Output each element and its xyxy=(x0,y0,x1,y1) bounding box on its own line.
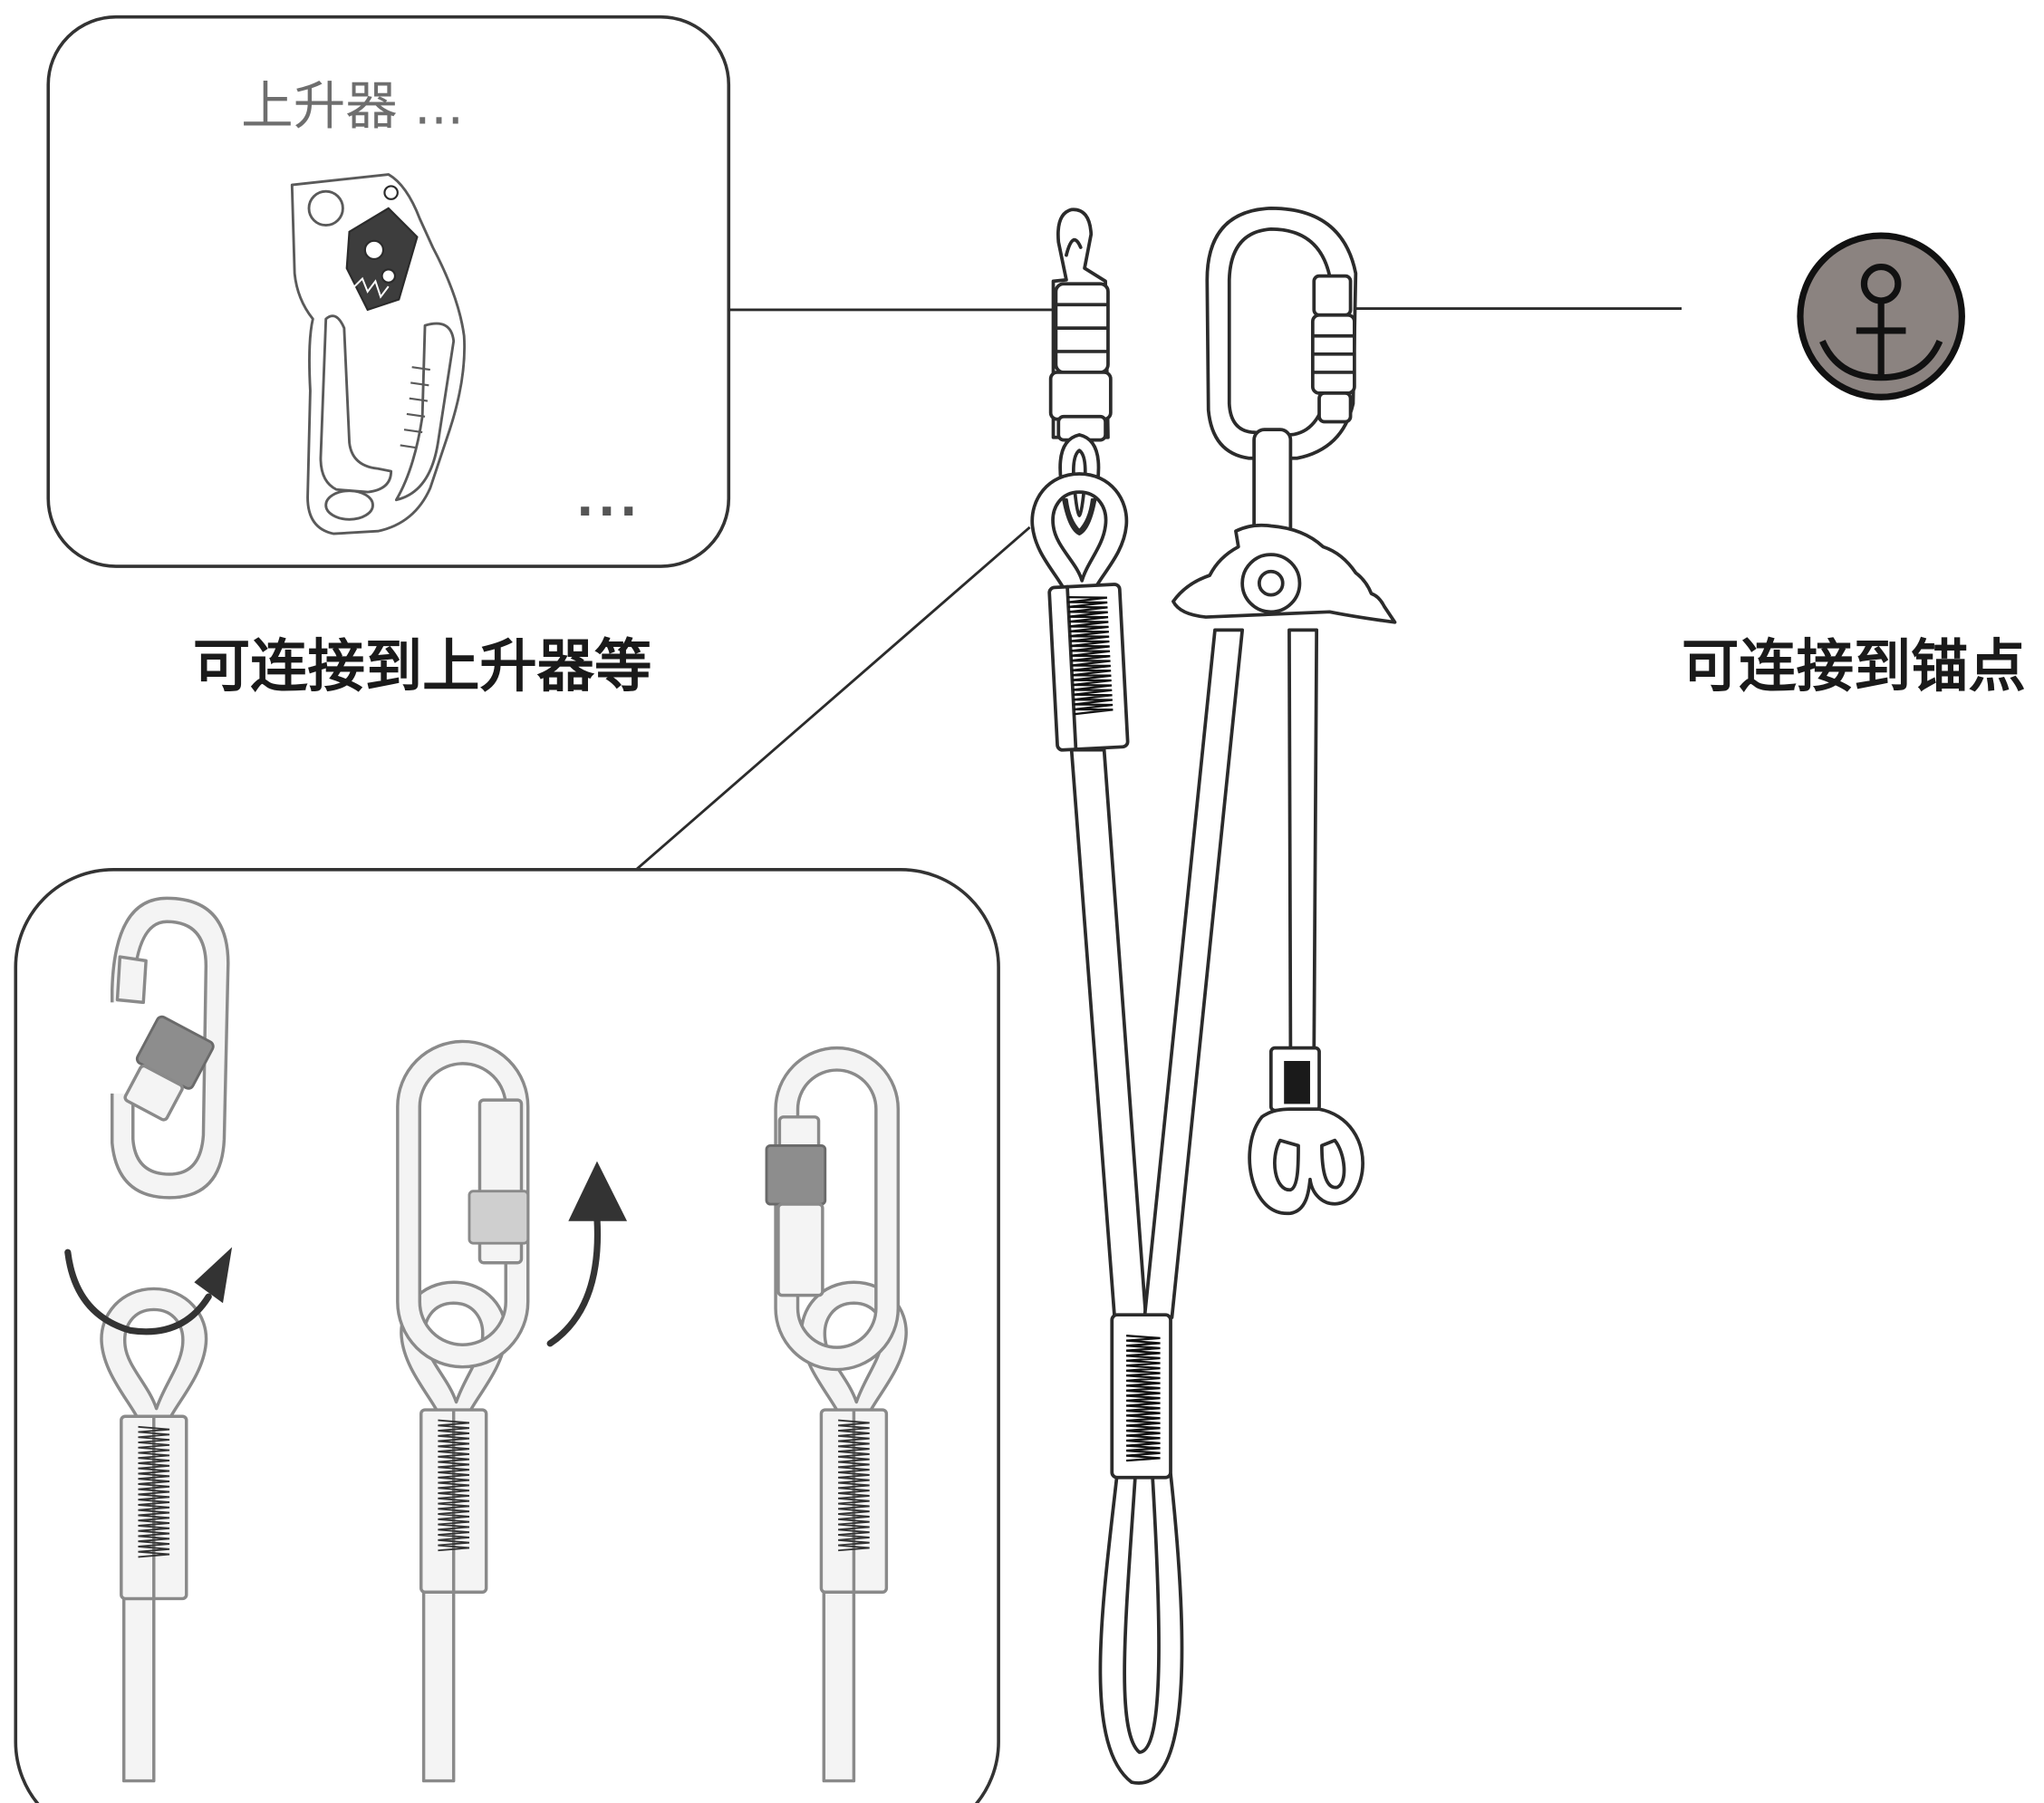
anchor-icon xyxy=(1797,232,1965,400)
lanyard-top-sleeve xyxy=(1047,583,1130,752)
join-sleeve-stitching xyxy=(1126,1335,1161,1462)
step-3-gate-body xyxy=(776,1202,824,1297)
curved-up-arrow-icon xyxy=(546,1161,628,1347)
short-leg-stitching xyxy=(1284,1061,1310,1104)
step-1-arrow-path xyxy=(64,1249,212,1335)
ascender-cam-teeth xyxy=(353,276,390,299)
ascender-illustration xyxy=(290,173,466,535)
small-screwgate-carabiner xyxy=(1048,207,1113,535)
top-eye-link-front xyxy=(1065,497,1094,534)
ascender-grip-slot xyxy=(394,322,456,502)
step-1-nose xyxy=(115,955,148,1005)
top-sleeve-seam xyxy=(1065,584,1078,751)
small-carabiner-nose xyxy=(1065,237,1083,257)
step-3-screw-sleeve xyxy=(765,1143,827,1206)
ascender-handle-opening xyxy=(319,314,393,494)
step-2-eye-assembly xyxy=(400,1280,508,1783)
anchor-icon-arms xyxy=(1819,339,1943,381)
step-3-stitching xyxy=(838,1419,870,1552)
step-1-open-gate-barrel xyxy=(123,1015,215,1122)
large-carabiner-gate-nose xyxy=(1312,274,1353,317)
ascender-cam-pin-2 xyxy=(381,268,397,284)
lanyard-top-eye xyxy=(1030,472,1129,591)
ascender-top-hole xyxy=(307,189,344,227)
anchor-connect-label: 可连接到锚点 xyxy=(1682,632,2026,699)
short-leg-end xyxy=(1248,1046,1364,1215)
step-2-stitching xyxy=(438,1419,470,1552)
lanyard-left-leg xyxy=(1069,747,1148,1319)
ascender-callout-title: 上升器 ... xyxy=(241,76,464,137)
ascender-grip-ridges xyxy=(400,366,430,449)
lanyard xyxy=(1030,207,1397,1785)
step-3-gate-nose xyxy=(777,1115,821,1151)
step-2-clip-in xyxy=(396,1039,628,1783)
ascender-cam-pin xyxy=(363,239,385,261)
step-2-screw-sleeve xyxy=(468,1190,530,1245)
small-carabiner-barrel xyxy=(1048,371,1113,421)
step-2-arrow-head xyxy=(568,1161,628,1221)
top-sleeve-stitching xyxy=(1067,595,1114,716)
step-2-carabiner xyxy=(396,1039,530,1369)
large-screwgate-carabiner xyxy=(1205,207,1358,460)
step-3-carabiner-frame xyxy=(774,1046,901,1372)
ascender-callout-more: ... xyxy=(576,473,641,527)
lanyard-short-leg xyxy=(1287,628,1319,1051)
step-1-open-gate xyxy=(64,896,233,1783)
small-carabiner-link xyxy=(1058,433,1101,535)
ascender-connect-label: 可连接到上升器等 xyxy=(193,632,651,699)
ascender-rivet xyxy=(383,185,399,200)
step-2-arrow-path xyxy=(546,1215,602,1347)
step-2-rope xyxy=(421,1590,456,1783)
top-eye-loop xyxy=(1030,472,1129,591)
lanyard-bottom-loop xyxy=(1098,1471,1184,1785)
detail-leader-line xyxy=(635,525,1031,871)
connection-steps-callout xyxy=(14,868,1000,1803)
ascender-callout: 上升器 ... ... xyxy=(46,14,731,568)
swivel-connector xyxy=(1171,428,1397,624)
step-2-carabiner-frame xyxy=(396,1039,530,1369)
swivel-rivet-center xyxy=(1257,569,1285,597)
lanyard-right-leg xyxy=(1143,628,1245,1319)
step-3-locked xyxy=(765,1046,908,1783)
lanyard-join-sleeve xyxy=(1110,1313,1172,1480)
curved-arrow-icon xyxy=(64,1247,233,1335)
step-1-rope xyxy=(121,1596,156,1783)
ascender-bottom-hole xyxy=(324,489,374,521)
step-1-carabiner xyxy=(109,896,230,1200)
step-1-stitching xyxy=(138,1425,170,1558)
step-3-carabiner xyxy=(765,1046,901,1372)
step-1-gate-body xyxy=(123,1064,184,1122)
step-3-rope xyxy=(822,1590,856,1783)
short-leg-end-loop xyxy=(1248,1107,1364,1215)
step-1-arrow-head xyxy=(194,1247,233,1304)
large-carabiner-gate-base xyxy=(1317,391,1353,424)
